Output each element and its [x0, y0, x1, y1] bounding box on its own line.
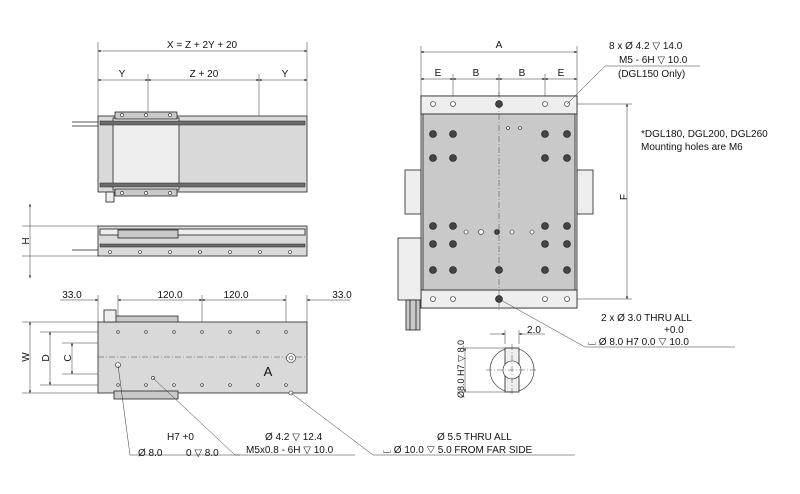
dim-b-right: B: [519, 68, 526, 79]
detail-view: 2.0 Ø8.0 H7 ▽ 8.0: [456, 325, 545, 398]
plan-bolt-pattern: [429, 100, 571, 303]
bl-depth: 0 ▽ 8.0: [186, 448, 219, 459]
bottom-view: 33.0 120.0 120.0 33.0 W D C: [21, 290, 575, 456]
callout-bottom-right: Ø 5.5 THRU ALL ⌴ Ø 10.0 ▽ 5.0 FROM FAR S…: [383, 432, 533, 456]
br-line-1: Ø 5.5 THRU ALL: [437, 432, 512, 443]
dim-w: W: [21, 352, 32, 362]
motor-block: [397, 237, 422, 301]
dim-b-left: B: [473, 68, 480, 79]
dim-h: H: [21, 237, 32, 244]
side-view: H: [21, 203, 308, 279]
side-note: *DGL180, DGL200, DGL260 Mounting holes a…: [641, 129, 768, 153]
side-note-2: Mounting holes are M6: [641, 142, 743, 153]
datum-a-bottom: A: [264, 364, 273, 379]
dim-pitch-left: 33.0: [62, 290, 82, 301]
top-dimensions: X = Z + 2Y + 20 Y Z + 20 Y: [97, 40, 308, 118]
top-view: X = Z + 2Y + 20 Y Z + 20 Y: [72, 40, 308, 203]
callout-bottom-left: H7 +0 Ø 8.0 0 ▽ 8.0: [138, 432, 219, 459]
thru-line-2: ⌴ Ø 8.0 H7 0.0 ▽ 10.0: [588, 337, 689, 348]
dim-e-left: E: [435, 68, 442, 79]
dim-a: A: [496, 40, 503, 51]
dim-d: D: [41, 354, 52, 361]
thru-tol: +0.0: [664, 325, 684, 336]
bm-line-2: M5x0.8 - 6H ▽ 10.0: [246, 445, 334, 456]
stage-body-bottom: [97, 321, 308, 394]
dim-z-mid: Z + 20: [190, 69, 219, 80]
thru-line-1: 2 x Ø 3.0 THRU ALL: [601, 313, 692, 324]
tr-line-3: (DGL150 Only): [618, 69, 685, 80]
bl-dia: Ø 8.0: [138, 448, 163, 459]
dim-y-left: Y: [119, 69, 126, 80]
callout-thru-all: 2 x Ø 3.0 THRU ALL +0.0 ⌴ Ø 8.0 H7 0.0 ▽…: [498, 298, 735, 348]
callout-bottom-mid: Ø 4.2 ▽ 12.4 M5x0.8 - 6H ▽ 10.0: [246, 432, 334, 456]
dim-width-2: 2.0: [527, 325, 541, 336]
dim-pitch-1: 120.0: [157, 290, 182, 301]
plan-dimensions: A E B B E F: [420, 40, 632, 300]
dim-pitch-2: 120.0: [223, 290, 248, 301]
dim-f: F: [619, 194, 630, 200]
dim-e-right: E: [558, 68, 565, 79]
dim-x-total: X = Z + 2Y + 20: [167, 40, 238, 51]
callout-top-right: 8 x Ø 4.2 ▽ 14.0 M5 - 6H ▽ 10.0 (DGL150 …: [566, 41, 700, 105]
bottom-dimensions: 33.0 120.0 120.0 33.0 W D C: [21, 290, 352, 394]
stage-carriage-top: [112, 117, 180, 191]
side-note-1: *DGL180, DGL200, DGL260: [641, 129, 768, 140]
dim-c: C: [63, 354, 74, 361]
bm-line-1: Ø 4.2 ▽ 12.4: [265, 432, 323, 443]
tr-line-1: 8 x Ø 4.2 ▽ 14.0: [609, 41, 683, 52]
br-line-2: ⌴ Ø 10.0 ▽ 5.0 FROM FAR SIDE: [383, 445, 533, 456]
plan-view: A E B B E F: [397, 40, 632, 331]
dim-dia-h7: Ø8.0 H7 ▽ 8.0: [456, 340, 466, 398]
bl-h7: H7 +0: [167, 432, 194, 443]
dim-y-right: Y: [282, 69, 289, 80]
bottom-hole-grid: [115, 330, 296, 396]
dim-pitch-right: 33.0: [332, 290, 352, 301]
tr-line-2: M5 - 6H ▽ 10.0: [619, 55, 688, 66]
